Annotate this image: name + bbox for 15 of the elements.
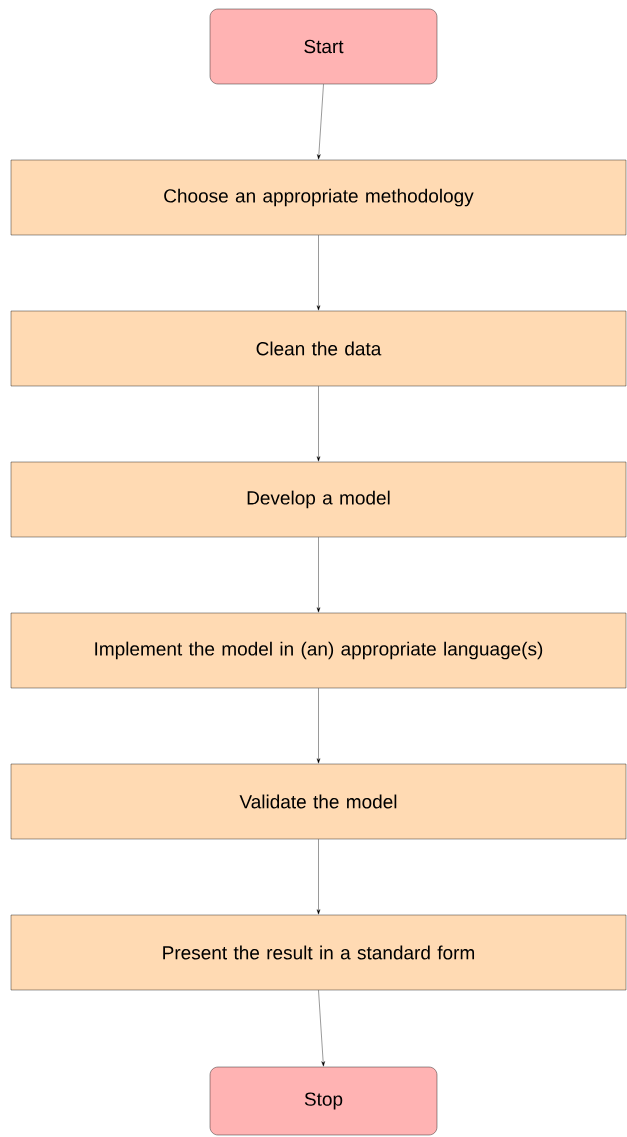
arrow <box>316 688 321 764</box>
arrow <box>316 537 321 613</box>
arrow <box>318 990 325 1067</box>
terminal-box: Start <box>209 8 438 85</box>
process-box: Develop a model <box>10 461 627 538</box>
process-box: Validate the model <box>10 763 627 840</box>
process-box: Implement the model in (an) appropriate language(s) <box>10 612 627 689</box>
process-box: Present the result in a standard form <box>10 914 627 991</box>
arrow <box>317 84 324 160</box>
arrow <box>316 386 321 462</box>
process-box: Clean the data <box>10 310 627 387</box>
arrow <box>316 235 321 311</box>
arrow <box>316 839 321 915</box>
terminal-box: Stop <box>209 1066 438 1136</box>
process-box: Choose an appropriate methodology <box>10 159 627 236</box>
